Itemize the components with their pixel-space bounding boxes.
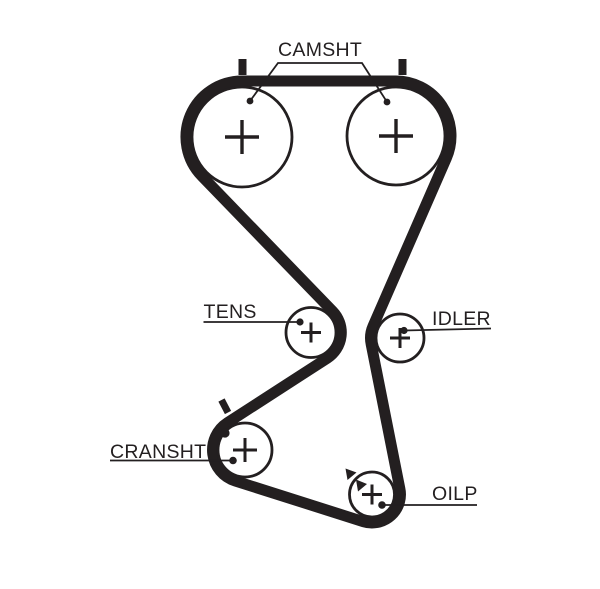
crankshaft-leader-dot <box>229 456 237 465</box>
tensioner-leader-dot <box>296 318 304 326</box>
idler-leader-dot <box>400 326 408 335</box>
camshaft-right-leader-dot <box>383 98 391 106</box>
tensioner-center-mark <box>301 322 321 343</box>
timing-belt <box>180 75 457 529</box>
tensioner-label: TENS <box>204 301 257 323</box>
idler-label: IDLER <box>432 308 491 330</box>
camshaft-left-center-mark <box>225 120 259 154</box>
crankshaft-timing-tick <box>218 398 232 415</box>
crankshaft-center-mark <box>233 438 257 462</box>
oil-pump-arrow-mark-1 <box>345 468 357 480</box>
oil-pump-label: OILP <box>432 483 478 505</box>
oil-pump-leader-dot <box>378 501 386 509</box>
camshaft-leader-bracket <box>249 62 388 103</box>
crankshaft-label: CRANSHT <box>110 441 206 463</box>
camshaft-label: CAMSHT <box>278 39 362 61</box>
camshaft-right-center-mark <box>379 119 413 153</box>
crankshaft-timing-dot <box>220 428 230 438</box>
camshaft-left-leader-dot <box>246 97 254 105</box>
idler-leader-line <box>403 327 492 332</box>
oil-pump-center-mark <box>362 484 382 505</box>
oil-pump-arrow-mark-2 <box>356 479 367 492</box>
idler-center-mark <box>390 328 410 348</box>
